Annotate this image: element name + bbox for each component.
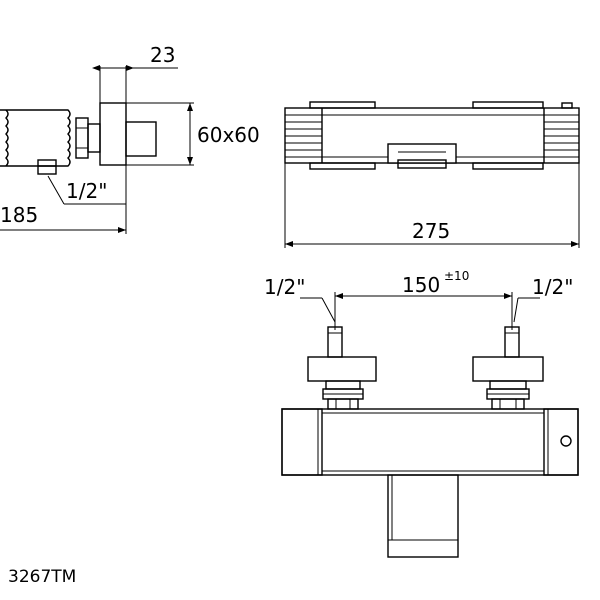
dim-depth-label: 23 xyxy=(150,43,175,67)
side-view-connector xyxy=(87,123,101,153)
dim-side-inlet-label: 1/2" xyxy=(66,179,107,203)
top-view-flange-right xyxy=(472,101,544,109)
dim-center-label: 150 xyxy=(402,273,440,297)
top-view-grip-left xyxy=(285,108,323,163)
front-view-spout xyxy=(387,474,459,558)
front-view-cap-left xyxy=(281,408,323,476)
dim-section-label: 60x60 xyxy=(197,123,260,147)
dim-center-tolerance: ±10 xyxy=(444,269,469,283)
side-view-body xyxy=(0,109,71,167)
side-view-nut xyxy=(75,117,89,159)
side-view-knurl-left xyxy=(5,109,9,167)
dim-inlet-right-label: 1/2" xyxy=(532,275,573,299)
front-view-button xyxy=(560,435,572,447)
dim-projection-label: 185 xyxy=(0,203,38,227)
front-view-body xyxy=(281,408,579,476)
dim-length-label: 275 xyxy=(412,219,450,243)
top-view-button xyxy=(561,102,573,109)
front-view-inlet-left xyxy=(307,326,377,410)
top-view-spout xyxy=(387,143,457,164)
top-view: 275 xyxy=(284,101,580,248)
front-view-cap-right xyxy=(543,408,579,476)
front-view-inlet-right xyxy=(472,326,544,410)
side-view: 23 60x60 1/2" 185 xyxy=(0,43,260,234)
side-view-flange xyxy=(99,102,127,166)
front-view: 1/2" 1/2" 150 ±10 xyxy=(264,269,579,558)
side-view-spindle xyxy=(125,121,157,157)
side-view-inlet-stub xyxy=(37,159,57,175)
model-code: 3267TM xyxy=(8,567,76,587)
dim-inlet-left-label: 1/2" xyxy=(264,275,305,299)
top-view-flange-left xyxy=(309,101,376,109)
top-view-grip-right xyxy=(543,108,579,163)
